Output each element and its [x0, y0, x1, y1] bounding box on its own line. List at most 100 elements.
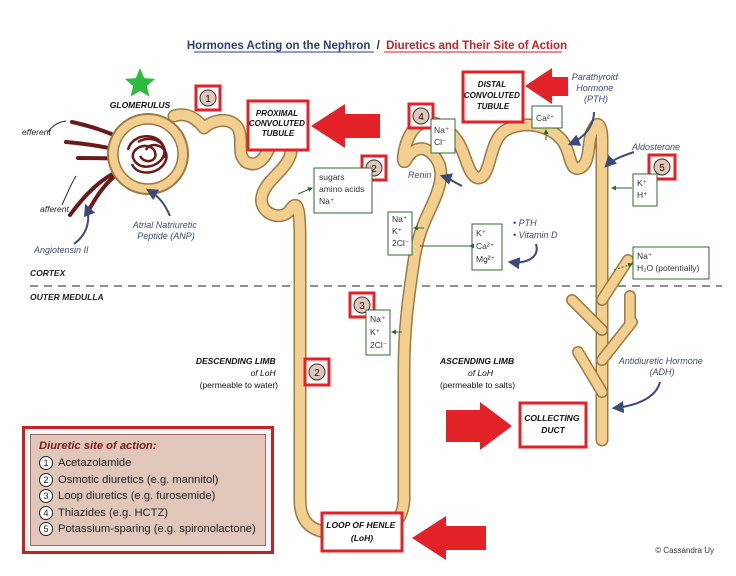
asc-line-3: (permeable to salts)	[440, 380, 515, 390]
dct-nacl-text: Na⁺ Cl⁻	[434, 125, 452, 147]
adh-line-1: Antidiuretic Hormone	[618, 356, 703, 366]
pth-vitd-arrow	[507, 243, 538, 270]
glomerulus-star-icon	[124, 68, 156, 97]
desc-line-2: of LoH	[251, 368, 277, 378]
page-title: Hormones Acting on the Nephron / Diureti…	[187, 40, 567, 52]
asc-line-2: of LoH	[468, 368, 494, 378]
pct-line-2: CONVOLUTED	[249, 119, 305, 128]
legend-number: 3	[39, 489, 53, 504]
asc-line-1: ASCENDING LIMB	[439, 356, 514, 366]
legend-item: 1 Acetazolamide	[39, 455, 257, 472]
adh-line-2: (ADH)	[650, 367, 675, 377]
collect-line-1: COLLECTING	[524, 413, 580, 423]
collect-kh-box	[632, 173, 658, 207]
collecting-label: COLLECTING DUCT	[524, 413, 582, 435]
dct-ca-box	[531, 105, 563, 129]
ascending-limb-label: ASCENDING LIMB of LoH (permeable to salt…	[439, 356, 517, 390]
legend-label: Acetazolamide	[58, 457, 132, 470]
asc-med-ion-3: 2Cl⁻	[370, 340, 388, 350]
pth-vitd-label: • PTH • Vitamin D	[513, 218, 558, 240]
loh-pointer-arrow	[412, 516, 486, 560]
legend-item: 4 Thiazides (e.g. HCTZ)	[39, 505, 257, 522]
site-marker-4-circle	[412, 107, 430, 125]
loh-line-2: (LoH)	[351, 533, 373, 543]
legend-item: 3 Loop diuretics (e.g. furosemide)	[39, 488, 257, 505]
efferent-label: efferent	[22, 127, 51, 137]
site-marker-1-circle	[199, 89, 217, 107]
collect-na-text: Na⁺ H₂O (potentially)	[637, 251, 700, 273]
collect-ion-1: K⁺	[637, 178, 648, 188]
afferent-label: afferent	[40, 204, 69, 214]
site-marker-3-number: 3	[359, 301, 365, 312]
pct-ion-2: amino acids	[319, 184, 364, 194]
pct-label: PROXIMAL CONVOLUTED TUBULE	[249, 109, 307, 138]
outer-medulla-label: OUTER MEDULLA	[30, 292, 104, 302]
pct-reabsorption-arrow	[297, 187, 313, 195]
site-marker-5-number: 5	[659, 163, 665, 174]
credit: © Cassandra Uy	[655, 546, 714, 555]
dct-ca-text: Ca²⁺	[536, 113, 555, 123]
asc-cortex-ion-3: 2Cl⁻	[392, 238, 410, 248]
title-part2: Diuretics and Their Site of Action	[386, 40, 567, 52]
ascending-cortex-box	[387, 211, 413, 256]
collect-na-ion-2: H₂O (potentially)	[637, 263, 700, 273]
pct-line-1: PROXIMAL	[256, 109, 298, 118]
loh-label-box	[320, 511, 404, 553]
legend-label: Loop diuretics (e.g. furosemide)	[58, 490, 216, 503]
legend-item: 2 Osmotic diuretics (e.g. mannitol)	[39, 472, 257, 489]
efferent-arrow	[47, 120, 67, 133]
asc-med-ion-1: Na⁺	[370, 314, 386, 324]
desc-line-1: DESCENDING LIMB	[196, 356, 276, 366]
collect-na-arrow	[613, 262, 633, 271]
collect-line-2: DUCT	[541, 425, 565, 435]
angiotensin-label: Angiotensin II	[33, 245, 89, 255]
loh-line-1: LOOP OF HENLE	[326, 520, 395, 530]
pth-line-1: Parathyroid	[572, 72, 619, 82]
title-separator: /	[377, 40, 381, 52]
pct-line-3: TUBULE	[262, 129, 295, 138]
site-marker-2b-circle	[308, 363, 326, 381]
anp-line-1: Atrial Natriuretic	[132, 220, 198, 230]
afferent-arrow	[61, 175, 77, 206]
site-marker-2a-number: 2	[371, 164, 377, 175]
collect-na-ion-1: Na⁺	[637, 251, 653, 261]
pct-reabsorption-text: sugars amino acids Na⁺	[319, 172, 367, 206]
cortex-label: CORTEX	[30, 268, 67, 278]
ascending-medulla-text: Na⁺ K⁺ 2Cl⁻	[370, 314, 388, 350]
legend-number: 4	[39, 505, 53, 520]
ca-mg-ion-1: K⁺	[476, 228, 487, 238]
ca-mg-box	[471, 223, 503, 271]
legend-number: 5	[39, 522, 53, 537]
renin-label: Renin	[408, 170, 432, 180]
dct-pointer-arrow	[525, 68, 568, 104]
dct-line-2: CONVOLUTED	[464, 91, 520, 100]
legend-panel: Diuretic site of action: 1 Acetazolamide…	[30, 434, 266, 546]
collecting-pointer-arrow	[446, 402, 512, 450]
ascending-cortex-text: Na⁺ K⁺ 2Cl⁻	[392, 214, 410, 248]
legend: Diuretic site of action: 1 Acetazolamide…	[22, 426, 274, 554]
pct-pointer-arrow	[311, 104, 380, 148]
pct-label-box	[246, 99, 310, 152]
legend-label: Potassium-sparing (e.g. spironolactone)	[58, 523, 256, 536]
pth-vitd-line-1: • PTH	[513, 218, 537, 228]
site-marker-5-circle	[653, 158, 671, 176]
legend-number: 2	[39, 472, 53, 487]
asc-med-ion-2: K⁺	[370, 327, 381, 337]
pct-reabsorption-box	[313, 167, 373, 214]
anp-line-2: Peptide (ANP)	[137, 231, 195, 241]
pct-ion-3: Na⁺	[319, 196, 335, 206]
aldosterone-arrow	[604, 151, 635, 168]
aldosterone-label: Aldosterone	[631, 142, 680, 152]
ca-mg-ion-3: Mg²⁺	[476, 254, 496, 264]
legend-item: 5 Potassium-sparing (e.g. spironolactone…	[39, 521, 257, 538]
site-marker-1-number: 1	[205, 94, 211, 105]
collect-na-box	[632, 246, 710, 280]
site-marker-2b-number: 2	[314, 368, 320, 379]
dct-nacl-box	[430, 118, 456, 154]
site-marker-4-number: 4	[418, 112, 424, 123]
pth-vitd-line-2: • Vitamin D	[513, 230, 558, 240]
legend-title: Diuretic site of action:	[39, 440, 157, 452]
dct-ion-2: Cl⁻	[434, 137, 447, 147]
ascending-medulla-box	[365, 309, 391, 356]
